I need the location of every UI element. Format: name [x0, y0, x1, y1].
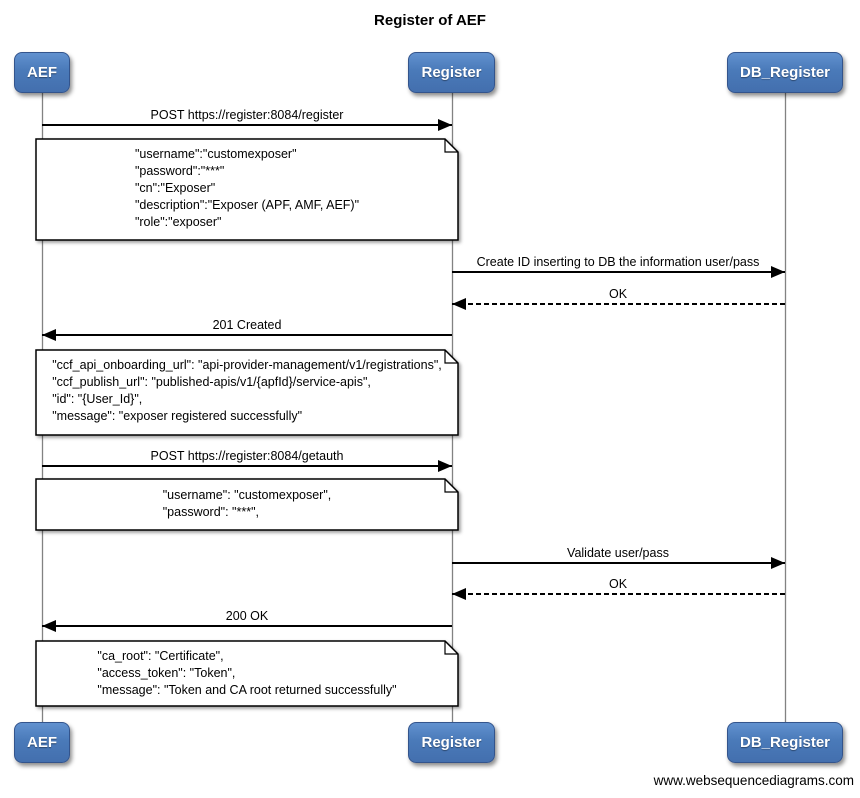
actor-aef-top: AEF [14, 52, 70, 93]
message-label-5: POST https://register:8084/getauth [150, 449, 344, 463]
note-2: "ccf_api_onboarding_url": "api-provider-… [36, 357, 458, 425]
note-fold-icon [444, 641, 458, 655]
note-line: "message": "exposer registered successfu… [52, 409, 303, 423]
note-shape-4 [35, 640, 459, 707]
note-line: "username": "customexposer", [162, 488, 332, 502]
note-fold-icon [444, 139, 458, 153]
message-label-4: 201 Created [212, 318, 282, 332]
message-label-1: POST https://register:8084/register [150, 108, 344, 122]
note-line: "username":"customexposer" [134, 147, 297, 161]
actor-register-bottom: Register [408, 722, 495, 763]
note-3: "username": "customexposer", "password":… [36, 487, 458, 521]
note-shape-3 [35, 478, 459, 531]
message-label-2: Create ID inserting to DB the informatio… [476, 255, 760, 269]
note-line: "id": "{User_Id}", [52, 392, 143, 406]
message-label-3: OK [608, 287, 628, 301]
note-fold-icon [444, 350, 458, 364]
note-line: "password": "***", [162, 505, 259, 519]
note-line: "ccf_api_onboarding_url": "api-provider-… [52, 358, 442, 372]
watermark: www.websequencediagrams.com [653, 773, 854, 788]
actor-aef-bottom: AEF [14, 722, 70, 763]
note-line: "description":"Exposer (APF, AMF, AEF)" [134, 198, 360, 212]
actor-db-register-top: DB_Register [727, 52, 843, 93]
diagram-title: Register of AEF [374, 12, 486, 29]
message-label-6: Validate user/pass [567, 546, 669, 560]
note-4: "ca_root": "Certificate", "access_token"… [36, 648, 458, 699]
actor-db-register-bottom: DB_Register [727, 722, 843, 763]
note-shape-1 [35, 138, 459, 241]
note-shape-2 [35, 349, 459, 436]
note-line: "access_token": "Token", [97, 666, 236, 680]
actor-register-top: Register [408, 52, 495, 93]
note-line: "role":"exposer" [134, 215, 222, 229]
note-line: "cn":"Exposer" [134, 181, 216, 195]
note-line: "message": "Token and CA root returned s… [97, 683, 397, 697]
message-label-7: OK [608, 577, 628, 591]
note-fold-icon [444, 479, 458, 493]
note-line: "ccf_publish_url": "published-apis/v1/{a… [52, 375, 371, 389]
note-line: "ca_root": "Certificate", [97, 649, 224, 663]
message-label-8: 200 OK [225, 609, 269, 623]
note-line: "password":"***" [134, 164, 225, 178]
note-1: "username":"customexposer" "password":"*… [36, 146, 458, 231]
